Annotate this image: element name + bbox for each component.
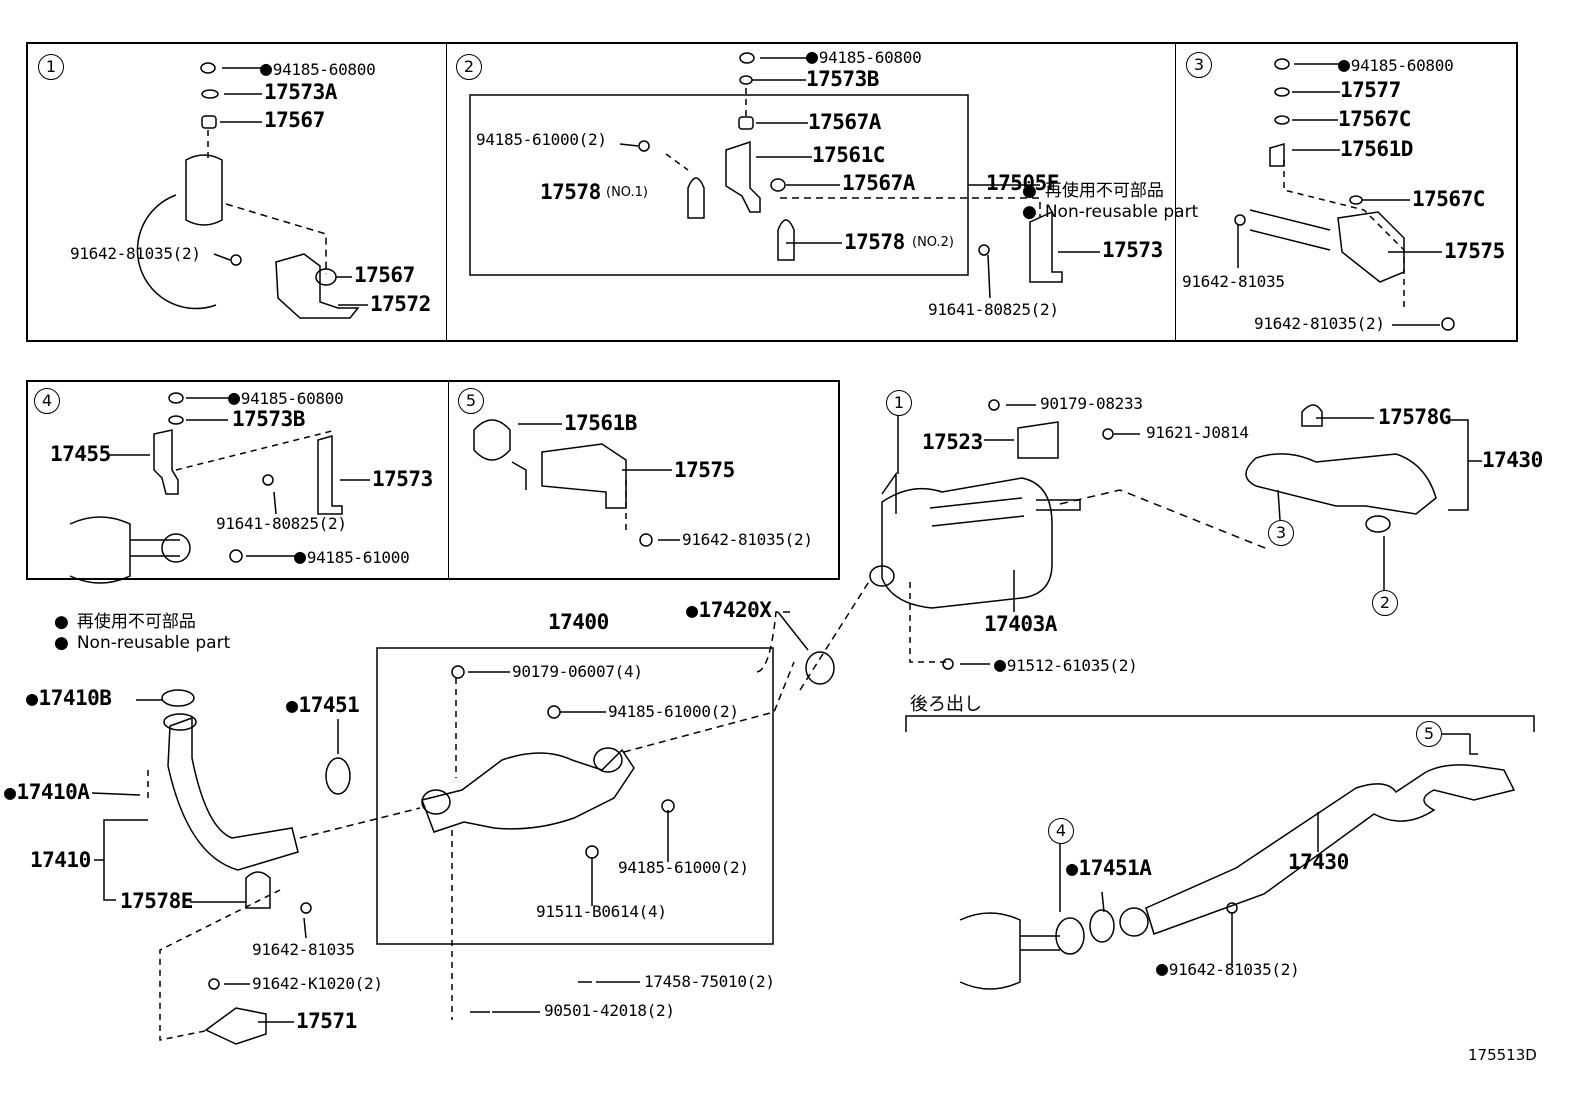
part-number: 17578 [540, 180, 601, 204]
part-number: 17505F [986, 171, 1059, 195]
part-number: 17575 [1444, 239, 1505, 263]
panel-5-divider [448, 380, 840, 580]
part-number: 17571 [296, 1009, 357, 1033]
part-number: 17567A [808, 110, 881, 134]
callout-3-tailpipe: 3 [1268, 520, 1294, 546]
part-number: 94185-61000(2) [618, 858, 749, 877]
part-number: 17458-75010(2) [644, 972, 775, 991]
part-number: 17451 [286, 695, 360, 716]
diagram-code: 175513D [1468, 1046, 1537, 1064]
part-number: 17523 [922, 430, 983, 454]
part-number: 17567A [842, 171, 915, 195]
part-number: 17400 [548, 610, 609, 634]
part-number: 17573B [806, 67, 879, 91]
part-number: 91642-81035(2) [70, 244, 201, 263]
part-number: 91642-K1020(2) [252, 974, 383, 993]
legend-bullet: ● [54, 612, 69, 632]
part-number: 17572 [370, 292, 431, 316]
legend-japanese-text: 再使用不可部品 [76, 612, 196, 632]
part-number: 17451A [1066, 858, 1152, 879]
part-number: 17403A [984, 612, 1057, 636]
legend-inline-english: ● Non-reusable part [1022, 202, 1198, 222]
part-number: 94185-60800 [228, 387, 344, 407]
part-number: 91642-81035(2) [682, 530, 813, 549]
part-number: 17578 [844, 230, 905, 254]
part-number: 17578G [1378, 405, 1451, 429]
rear-section-label: 後ろ出し [910, 694, 982, 715]
part-number: 90179-08233 [1040, 394, 1143, 413]
legend-japanese: ● 再使用不可部品 [54, 607, 196, 632]
part-number: 17573A [264, 80, 337, 104]
part-number: 94185-61000(2) [476, 130, 607, 149]
legend-english-text: Non-reusable part [1044, 202, 1199, 222]
part-number: 17561D [1340, 137, 1413, 161]
callout-2-tailpipe: 2 [1372, 590, 1398, 616]
part-number: 17573 [372, 467, 433, 491]
part-number: 91642-81035 [252, 940, 355, 959]
part-number: 17455 [50, 442, 111, 466]
part-number: 17575 [674, 458, 735, 482]
part-number: 91642-81035 [1182, 272, 1285, 291]
legend-bullet: ● [1022, 202, 1037, 222]
part-number: 17573B [232, 407, 305, 431]
panel-2-divider [446, 42, 1176, 342]
callout-2: 2 [456, 54, 482, 80]
part-number: 17430 [1288, 850, 1349, 874]
part-number: 94185-60800 [806, 46, 922, 66]
part-number: 17410B [26, 688, 112, 709]
callout-1: 1 [38, 54, 64, 80]
callout-4-rear: 4 [1048, 818, 1074, 844]
part-number: 91511-B0614(4) [536, 902, 667, 921]
part-number: 90501-42018(2) [544, 1001, 675, 1020]
part-number: 94185-61000 [294, 546, 410, 566]
legend-bullet: ● [1022, 181, 1037, 201]
part-number: 17420X [686, 600, 772, 621]
part-number: 91641-80825(2) [216, 514, 347, 533]
part-number: 17577 [1340, 78, 1401, 102]
callout-3: 3 [1186, 52, 1212, 78]
part-number: 94185-60800 [1338, 54, 1454, 74]
legend-japanese-text: 再使用不可部品 [1044, 181, 1164, 201]
legend-bullet: ● [54, 633, 69, 653]
part-number: 17567C [1412, 187, 1485, 211]
part-number: 17561C [812, 143, 885, 167]
part-number: 17567 [264, 108, 325, 132]
part-number: 91621-J0814 [1146, 423, 1249, 442]
part-note: (NO.1) [606, 185, 648, 200]
legend-english: ● Non-reusable part [54, 633, 230, 653]
part-number: 17410A [4, 782, 90, 803]
part-number: 17561B [564, 411, 637, 435]
legend-inline-japanese: ● 再使用不可部品 [1022, 176, 1164, 201]
part-number: 90179-06007(4) [512, 662, 643, 681]
part-number: 17573 [1102, 238, 1163, 262]
part-number: 91641-80825(2) [928, 300, 1059, 319]
callout-5-rear: 5 [1416, 721, 1442, 747]
part-number: 17578E [120, 889, 193, 913]
part-number: 17567 [354, 263, 415, 287]
callout-1-muffler: 1 [886, 390, 912, 416]
callout-4: 4 [34, 388, 60, 414]
part-number: 91642-81035(2) [1156, 958, 1300, 978]
part-number: 17430 [1482, 448, 1543, 472]
part-number: 94185-60800 [260, 58, 376, 78]
part-number: 91642-81035(2) [1254, 314, 1385, 333]
legend-english-text: Non-reusable part [76, 633, 231, 653]
callout-5: 5 [458, 388, 484, 414]
part-note: (NO.2) [912, 235, 954, 250]
part-number: 94185-61000(2) [608, 702, 739, 721]
part-number: 91512-61035(2) [994, 654, 1138, 674]
part-number: 17410 [30, 848, 91, 872]
part-number: 17567C [1338, 107, 1411, 131]
